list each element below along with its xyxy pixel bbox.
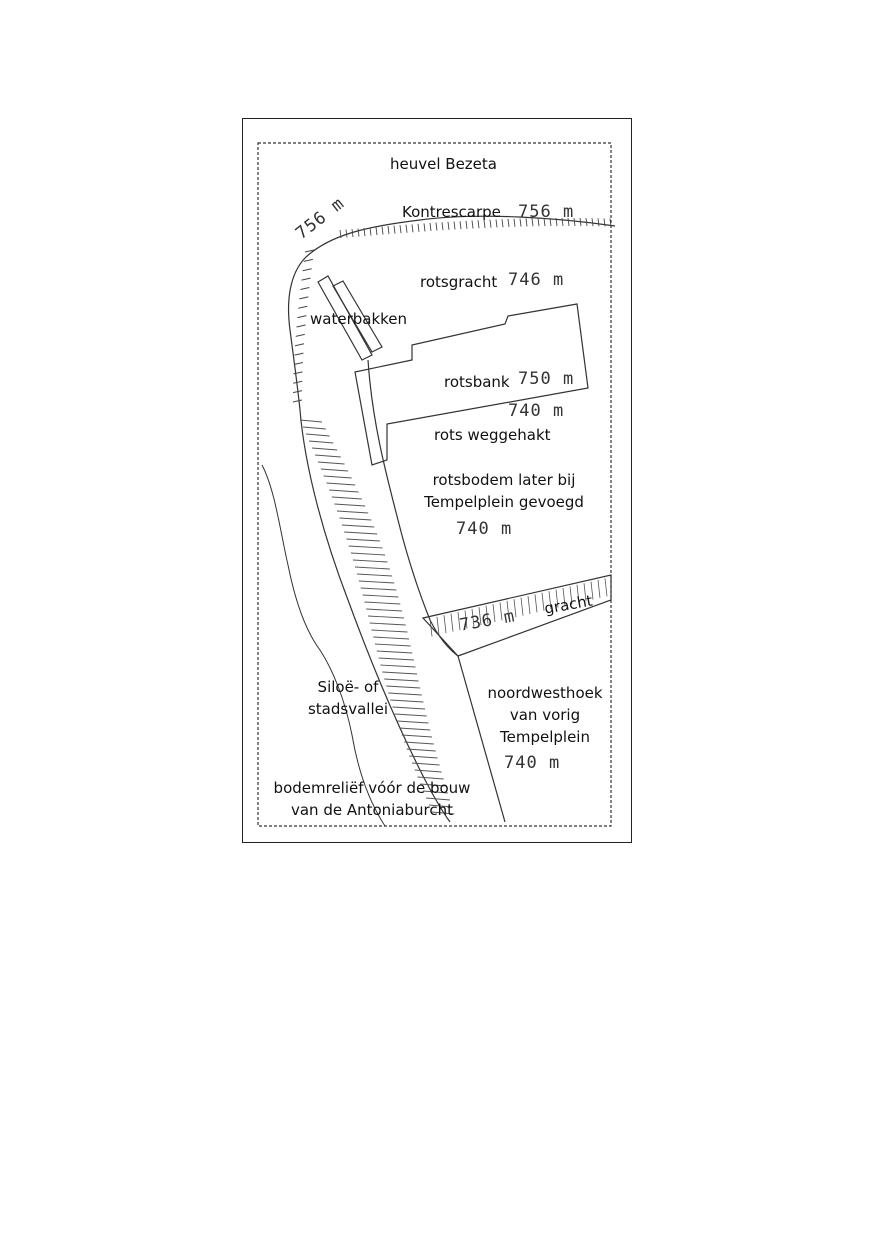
label-nw-corner-1: noordwesthoek xyxy=(487,684,603,702)
water-basin-1 xyxy=(317,275,373,361)
water-basin-2 xyxy=(332,280,383,353)
elev-rock-floor: 740 m xyxy=(456,519,513,539)
elev-rock-bank: 750 m xyxy=(518,369,575,389)
label-counterscarp: Kontrescarpe xyxy=(402,203,501,221)
label-hill: heuvel Bezeta xyxy=(390,155,497,173)
counterscarp-line xyxy=(287,215,616,411)
elev-counterscarp: 756 m xyxy=(518,202,575,222)
label-rock-floor-1: rotsbodem later bij xyxy=(432,471,576,489)
moat-ticks xyxy=(429,578,608,637)
moat-band xyxy=(421,574,612,657)
caption-line-2: van de Antoniaburcht xyxy=(290,801,454,819)
slope-outer-line xyxy=(299,409,451,823)
label-rock-cut: rots weggehakt xyxy=(434,426,551,444)
label-nw-corner-3: Tempelplein xyxy=(500,728,590,746)
label-rock-moat: rotsgracht xyxy=(420,273,498,291)
counterscarp-hachures xyxy=(292,217,612,403)
caption-line-1: bodemreliëf vóór de bouw xyxy=(273,779,471,797)
map-frame xyxy=(242,118,632,843)
slope-right-line xyxy=(457,655,506,823)
label-valley-2: stadsvallei xyxy=(307,700,389,718)
inner-border xyxy=(257,142,612,827)
rock-bank-outline xyxy=(354,303,589,466)
elev-nw-corner: 740 m xyxy=(504,753,561,773)
label-water-basins: waterbakken xyxy=(310,310,408,328)
label-rock-bank: rotsbank xyxy=(444,373,510,391)
label-rock-floor-2: Tempelplein gevoegd xyxy=(424,493,584,511)
valley-stream xyxy=(261,464,386,827)
slope-hachures xyxy=(299,419,455,815)
label-nw-corner-2: van vorig xyxy=(509,706,581,724)
elev-rock-cut: 740 m xyxy=(508,401,565,421)
label-valley-1: Siloë- of xyxy=(317,678,379,696)
elev-rock-moat: 746 m xyxy=(508,270,565,290)
